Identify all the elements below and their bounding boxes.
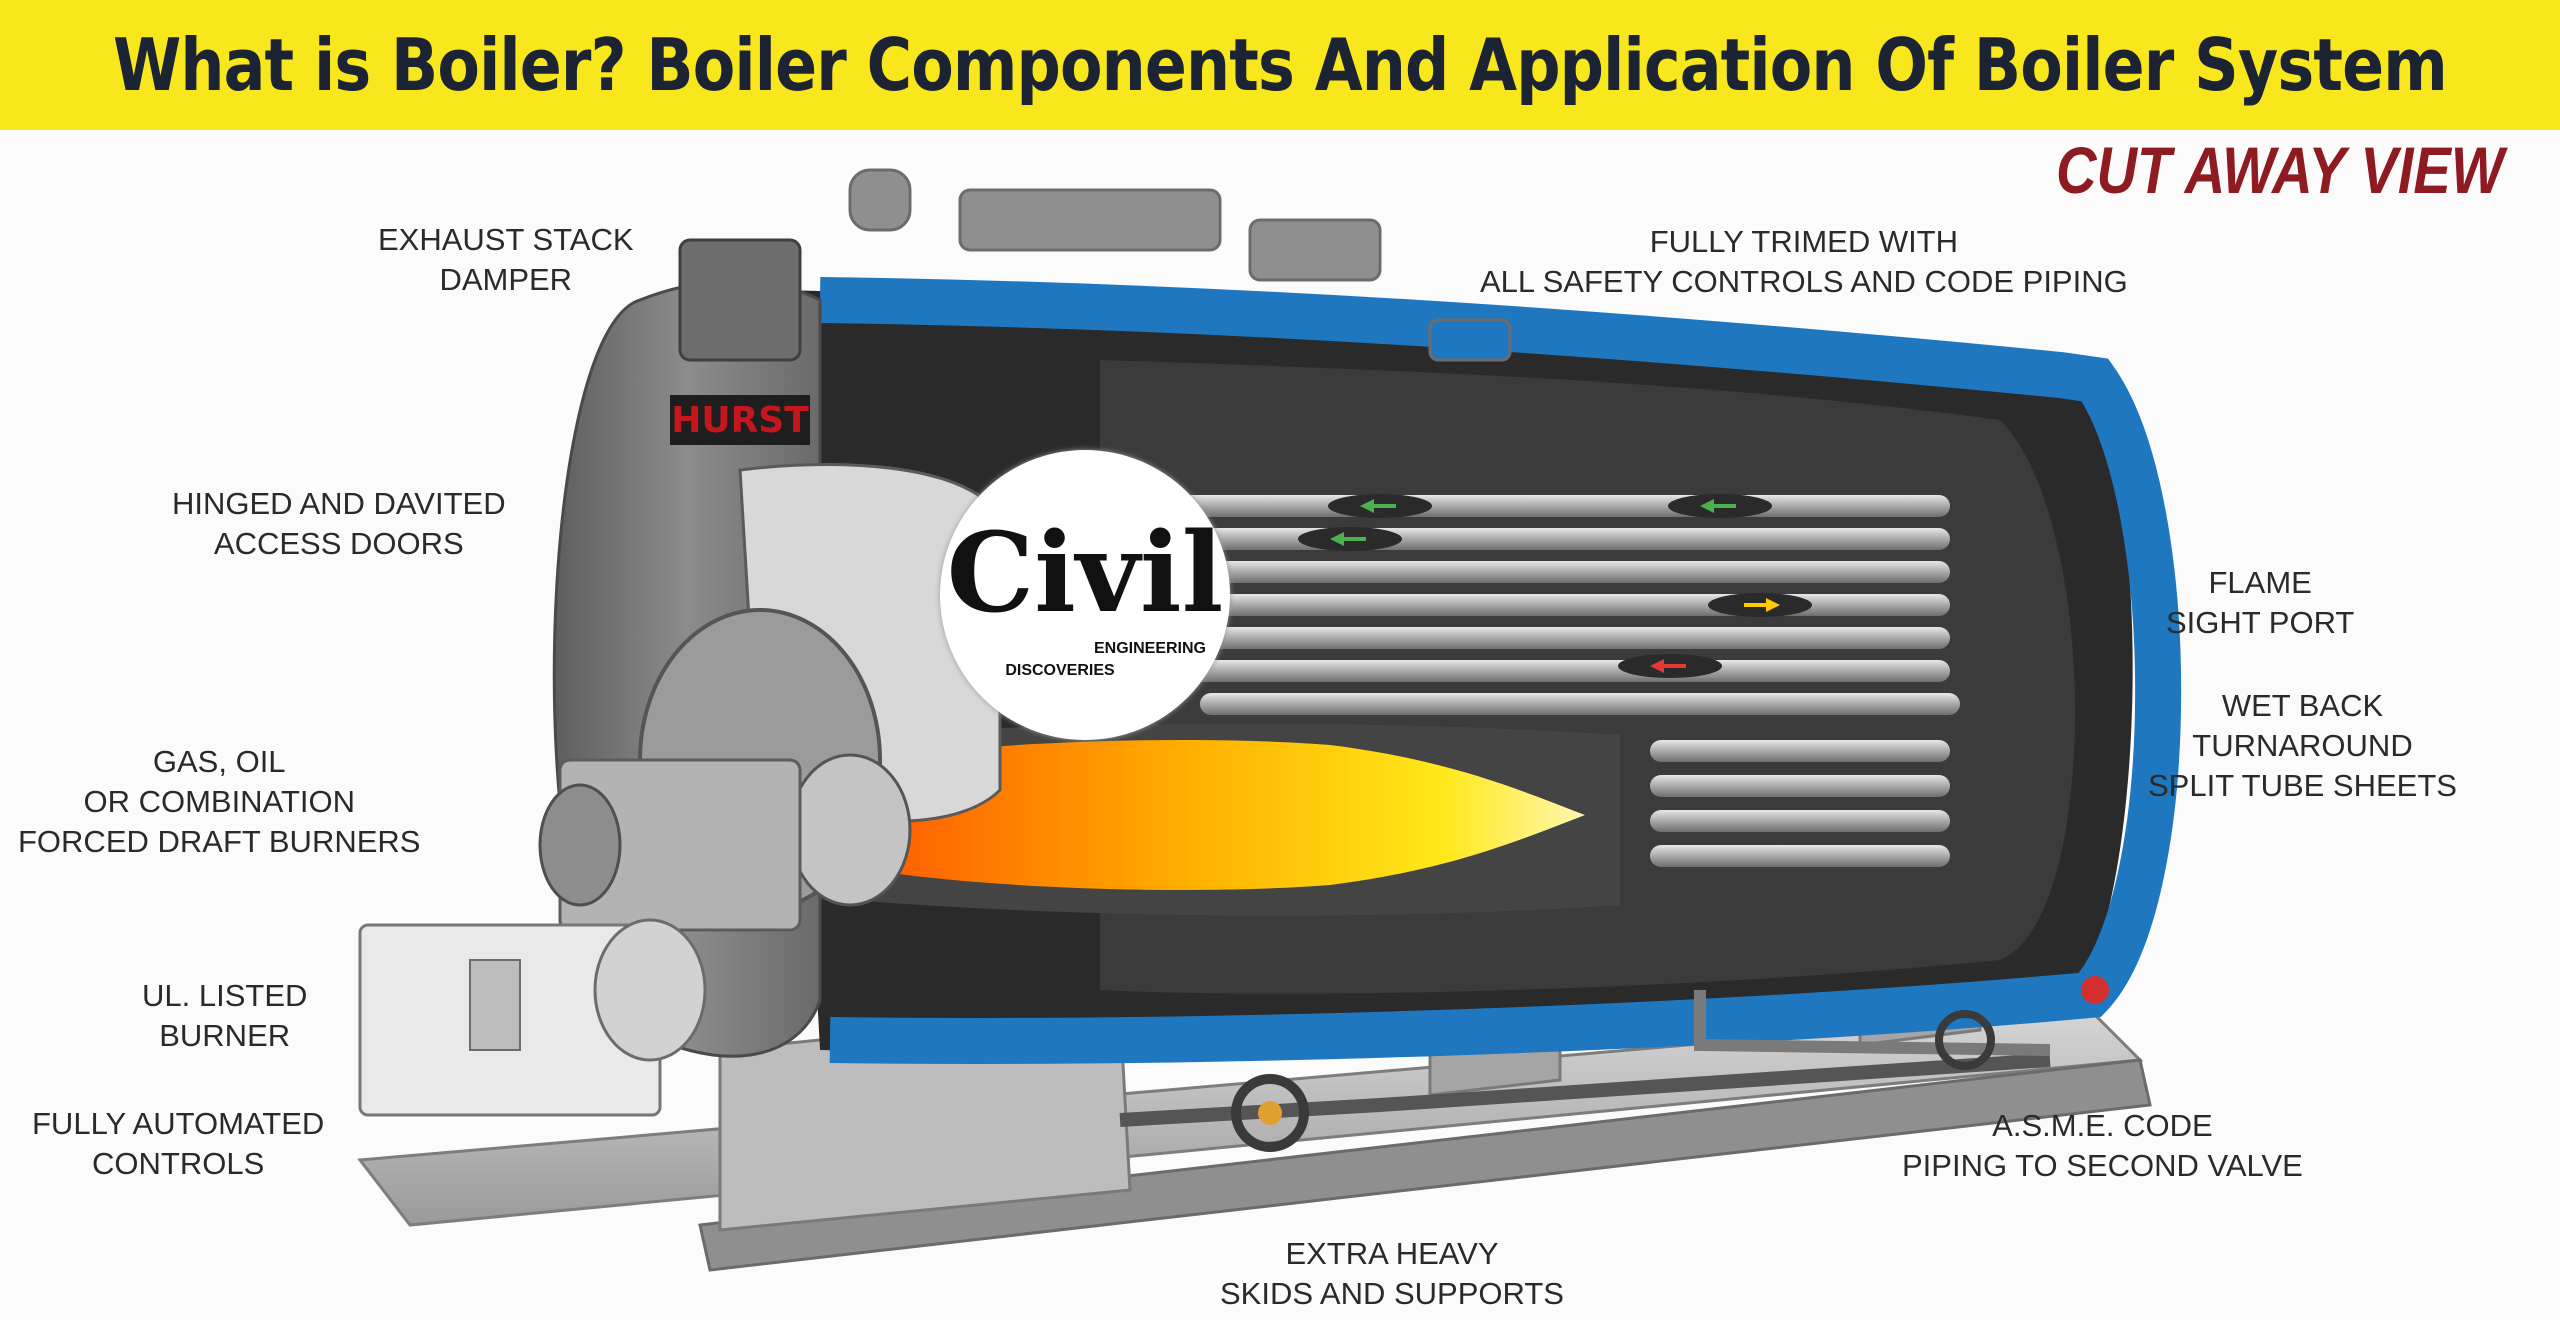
title-banner: What is Boiler? Boiler Components And Ap… — [0, 0, 2560, 130]
brand-plate: HURST — [671, 400, 809, 441]
page-title: What is Boiler? Boiler Components And Ap… — [113, 23, 2448, 107]
label-safety-controls: FULLY TRIMED WITH ALL SAFETY CONTROLS AN… — [1480, 224, 2128, 299]
piping — [1119, 976, 2109, 1152]
watermark-line1: ENGINEERING — [1093, 640, 1206, 657]
label-automated-controls: FULLY AUTOMATED CONTROLS — [32, 1106, 325, 1181]
boiler-cutaway-illustration: HURST — [0, 135, 2560, 1320]
label-skids-supports: EXTRA HEAVY SKIDS AND SUPPORTS — [1220, 1236, 1564, 1311]
label-exhaust-stack-damper: EXHAUST STACK DAMPER — [378, 222, 634, 297]
cut-away-view-label: CUT AWAY VIEW — [2056, 133, 2504, 207]
label-ul-listed-burner: UL. LISTED BURNER — [142, 978, 308, 1053]
furnace-flame — [850, 723, 1620, 916]
watermark-word: Civil — [946, 508, 1224, 637]
label-wet-back: WET BACK TURNAROUND SPLIT TUBE SHEETS — [2148, 688, 2457, 803]
label-flame-sight-port: FLAME SIGHT PORT — [2166, 565, 2355, 640]
burner-assembly — [358, 758, 802, 1117]
watermark-line2: DISCOVERIES — [1005, 662, 1115, 679]
exhaust-stack — [678, 238, 802, 362]
top-trim — [848, 168, 1512, 362]
label-asme-piping: A.S.M.E. CODE PIPING TO SECOND VALVE — [1902, 1108, 2303, 1183]
second-valve — [2081, 976, 2109, 1004]
label-access-doors: HINGED AND DAVITED ACCESS DOORS — [172, 486, 506, 561]
gas-flow-markers — [1298, 494, 1812, 678]
label-burners: GAS, OIL OR COMBINATION FORCED DRAFT BUR… — [18, 744, 421, 859]
watermark-logo: Civil ENGINEERING DISCOVERIES — [940, 450, 1230, 740]
